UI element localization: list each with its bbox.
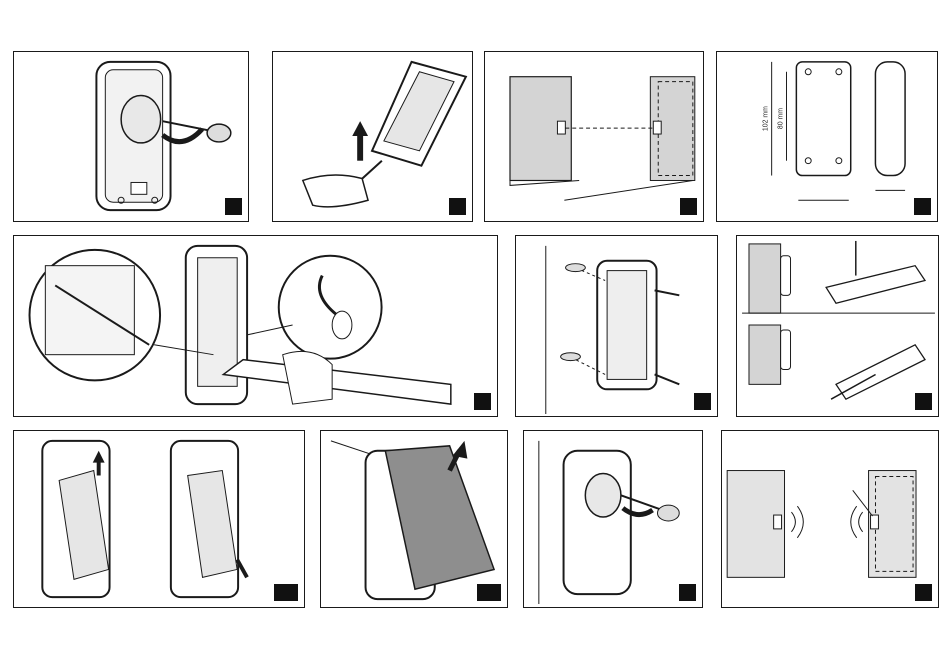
step-1-panel	[13, 51, 249, 222]
step-2-panel	[272, 51, 473, 222]
step-badge	[914, 198, 931, 215]
step-11-illustration	[722, 431, 938, 607]
height-dimension-label: 102 mm	[763, 106, 770, 131]
hole-spacing-dimension-label: 80 mm	[778, 108, 785, 129]
step-badge	[680, 198, 697, 215]
step-6-panel	[515, 235, 718, 417]
step-7-illustration	[737, 236, 938, 416]
step-badge	[274, 584, 298, 601]
step-3-illustration	[485, 52, 703, 221]
step-5-panel	[13, 235, 498, 417]
step-2-illustration	[273, 52, 472, 221]
step-badge	[915, 393, 932, 410]
step-9-illustration	[321, 431, 507, 607]
step-badge	[679, 584, 696, 601]
step-4-illustration: 102 mm 80 mm	[717, 52, 937, 221]
step-8-panel	[13, 430, 305, 608]
step-badge	[225, 198, 242, 215]
step-4-panel: 102 mm 80 mm	[716, 51, 938, 222]
step-11-panel	[721, 430, 939, 608]
step-badge	[694, 393, 711, 410]
step-9-panel	[320, 430, 508, 608]
step-3-panel	[484, 51, 704, 222]
step-6-illustration	[516, 236, 717, 416]
step-badge	[477, 584, 501, 601]
step-5-illustration	[14, 236, 497, 416]
step-10-panel	[523, 430, 703, 608]
step-1-illustration	[14, 52, 248, 221]
step-badge	[474, 393, 491, 410]
step-10-illustration	[524, 431, 702, 607]
step-7-panel	[736, 235, 939, 417]
step-8-illustration	[14, 431, 304, 607]
step-badge	[449, 198, 466, 215]
step-badge	[915, 584, 932, 601]
